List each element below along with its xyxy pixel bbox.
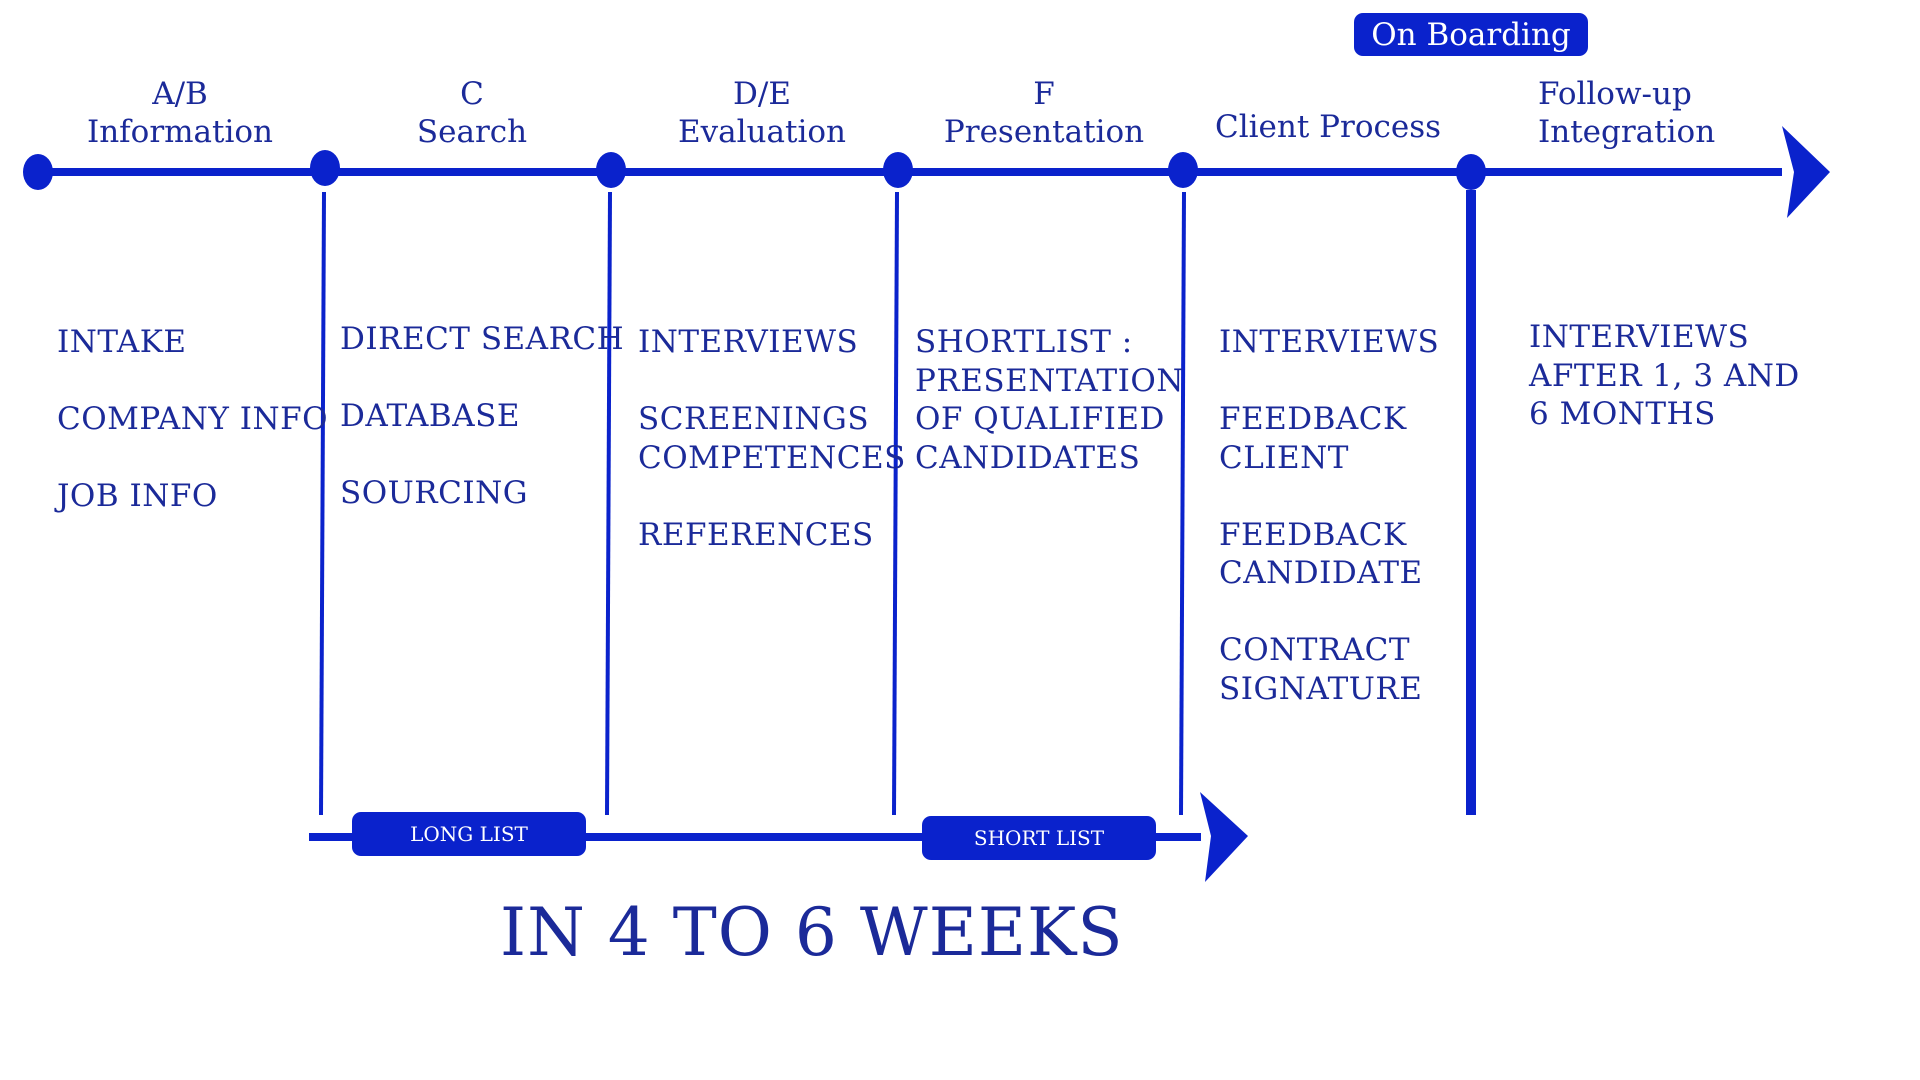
stage-column-follow-up: INTERVIEWS AFTER 1, 3 AND 6 MONTHS: [1529, 318, 1800, 472]
list-item: FEEDBACK CANDIDATE: [1219, 516, 1423, 592]
stage-header-search: C Search: [372, 75, 572, 151]
list-item: SHORTLIST : PRESENTATION OF QUALIFIED CA…: [915, 324, 1184, 476]
milestone-dot-1: [23, 154, 53, 190]
list-item: INTERVIEWS AFTER 1, 3 AND 6 MONTHS: [1529, 319, 1800, 432]
list-item: INTAKE: [57, 324, 187, 360]
list-item: COMPANY INFO: [57, 401, 329, 437]
stage-code: C: [460, 76, 484, 112]
milestone-dot-3: [596, 152, 626, 188]
long-list-badge: LONG LIST: [352, 812, 586, 856]
list-item: CONTRACT SIGNATURE: [1219, 632, 1423, 707]
onboarding-badge: On Boarding: [1354, 13, 1588, 56]
list-item: DATABASE: [340, 398, 520, 434]
onboarding-separator: [1466, 190, 1476, 815]
bottom-timeline-line: [309, 833, 1201, 841]
milestone-dot-6: [1456, 154, 1486, 190]
separator-1: [319, 191, 326, 816]
list-item: JOB INFO: [57, 478, 218, 514]
main-timeline-arrowhead: [1782, 126, 1830, 218]
stage-title: Presentation: [943, 114, 1145, 150]
stage-header-evaluation: D/E Evaluation: [662, 75, 862, 151]
list-item: REFERENCES: [638, 516, 874, 553]
milestone-dot-2: [310, 150, 340, 186]
bottom-timeline-arrowhead: [1200, 792, 1248, 882]
stage-code: A/B: [152, 76, 208, 112]
short-list-badge: SHORT LIST: [922, 816, 1156, 860]
stage-title: Integration: [1538, 114, 1716, 150]
list-item: INTERVIEWS: [638, 324, 859, 360]
stage-title: Information: [86, 114, 274, 150]
list-item: SCREENINGS COMPETENCES: [638, 401, 906, 476]
stage-header-client-process: Client Process: [1208, 108, 1448, 146]
stage-column-client-process: INTERVIEWS FEEDBACK CLIENT FEEDBACK CAND…: [1219, 323, 1439, 747]
milestone-dot-4: [883, 152, 913, 188]
list-item: SOURCING: [340, 475, 528, 511]
stage-column-presentation: SHORTLIST : PRESENTATION OF QUALIFIED CA…: [915, 323, 1184, 516]
list-item: DIRECT SEARCH: [340, 321, 625, 357]
separator-4: [1179, 191, 1186, 816]
list-item: FEEDBACK CLIENT: [1219, 401, 1407, 476]
stage-code: D/E: [733, 76, 791, 112]
stage-title: Search: [416, 114, 528, 150]
stage-code: Follow-up: [1538, 76, 1692, 112]
separator-2: [605, 191, 612, 816]
stage-header-information: A/B Information: [80, 75, 280, 151]
stage-column-evaluation: INTERVIEWS SCREENINGS COMPETENCES REFERE…: [638, 323, 906, 593]
stage-title: Client Process: [1214, 109, 1442, 145]
milestone-dot-5: [1168, 152, 1198, 188]
stage-column-information: INTAKE COMPANY INFO JOB INFO: [57, 323, 328, 554]
list-item: INTERVIEWS: [1219, 324, 1440, 360]
duration-caption: IN 4 TO 6 WEEKS: [500, 894, 1124, 971]
separator-3: [892, 191, 899, 816]
stage-header-presentation: F Presentation: [934, 75, 1154, 151]
stage-header-follow-up: Follow-up Integration: [1538, 75, 1715, 151]
stage-title: Evaluation: [678, 114, 846, 150]
stage-code: F: [1033, 76, 1055, 112]
stage-column-search: DIRECT SEARCH DATABASE SOURCING: [340, 320, 624, 551]
